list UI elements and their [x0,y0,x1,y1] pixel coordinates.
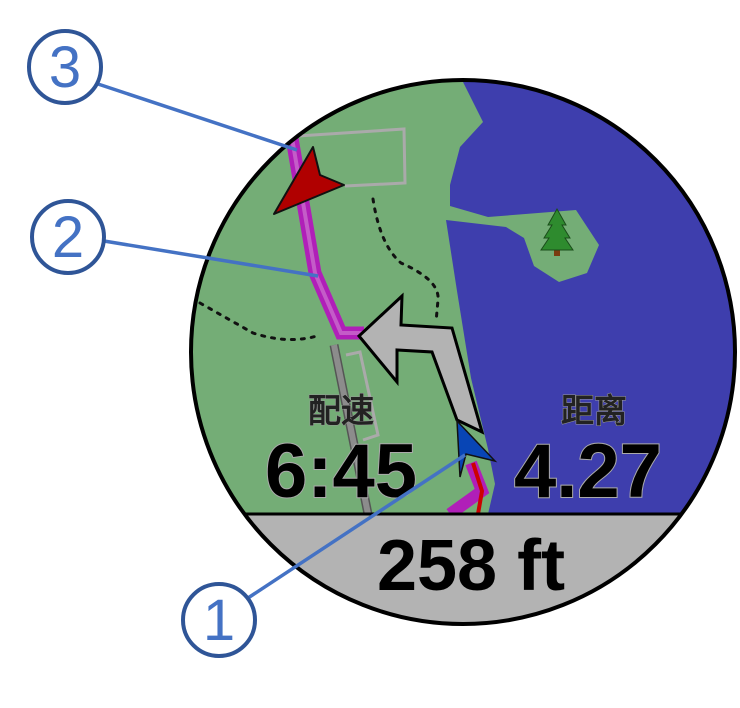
destination-arrow-icon [273,146,345,215]
distance-value: 4.27 [514,429,662,514]
svg-text:1: 1 [203,588,235,653]
callout-line-3 [97,82,298,152]
callout-line-2 [103,239,319,278]
watch-bezel [189,78,737,626]
tree-icon [540,207,574,256]
track-route [471,462,485,515]
watch-face: 配速 6:45 距离 4.27 258 ft [191,80,735,624]
dotted-trail [371,197,440,324]
callout-line-1 [247,453,466,600]
callout-3: 3 [27,29,103,105]
pace-value: 6:45 [265,429,417,514]
elevation-value: 258 ft [377,526,565,606]
svg-text:2: 2 [52,205,84,270]
course-route [290,137,364,335]
dotted-trail [198,301,322,342]
pace-label: 配速 [308,391,374,430]
distance-label: 距离 [561,391,627,430]
callout-1: 1 [181,582,257,658]
turn-left-arrow-icon [356,292,485,435]
road [331,344,371,515]
building-outline [345,350,380,442]
callout-2: 2 [30,199,106,275]
building-outline [297,127,407,188]
svg-text:3: 3 [49,35,81,100]
